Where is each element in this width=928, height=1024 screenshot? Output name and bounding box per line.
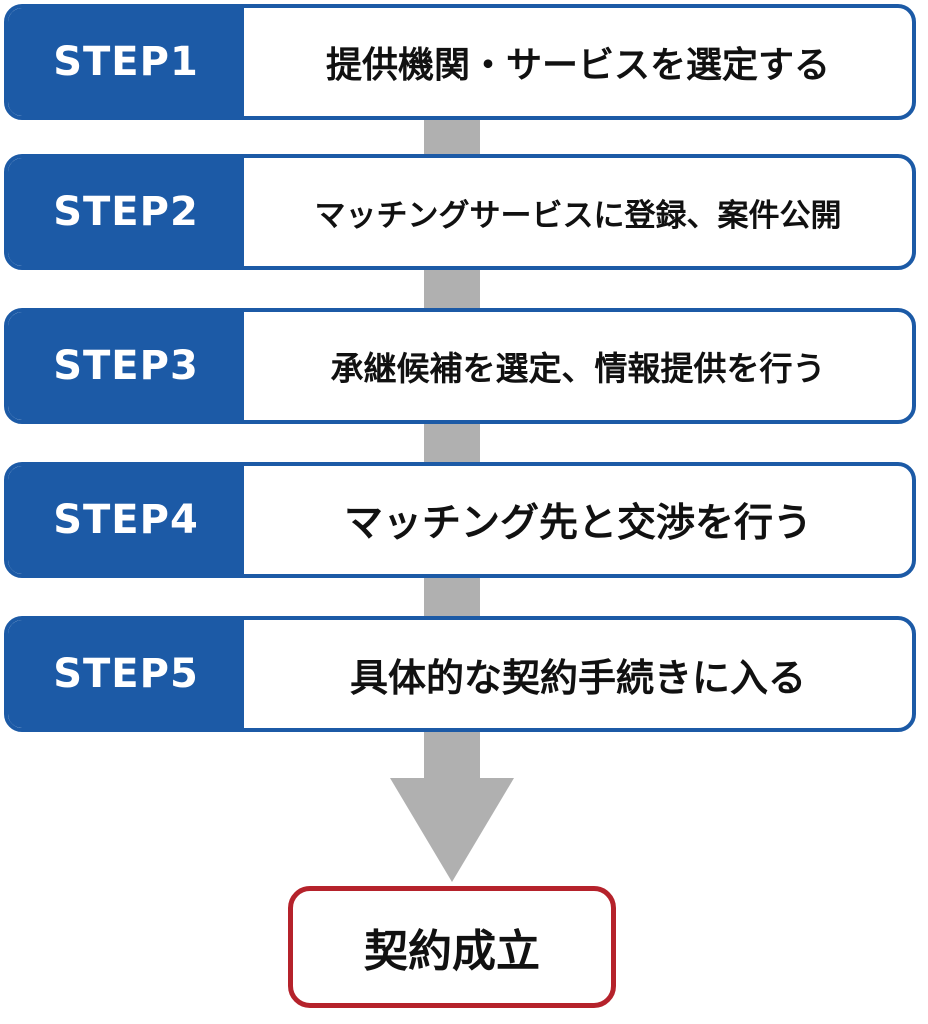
result-text: 契約成立 [364,926,540,977]
step-4-text: マッチング先と交渉を行う [343,501,812,546]
result-box: 契約成立 [288,886,616,1008]
step-1-label: STEP1 [8,8,244,116]
step-5: STEP5 具体的な契約手続きに入る [4,616,916,732]
step-3-text: 承継候補を選定、情報提供を行う [330,349,826,388]
step-2-label: STEP2 [8,158,244,266]
step-2-text: マッチングサービスに登録、案件公開 [314,197,842,234]
connector-2-3 [424,268,480,308]
step-3-label: STEP3 [8,312,244,420]
step-1: STEP1 提供機関・サービスを選定する [4,4,916,120]
connector-1-2 [424,118,480,154]
step-5-label: STEP5 [8,620,244,728]
step-5-text: 具体的な契約手続きに入る [349,655,806,700]
step-3: STEP3 承継候補を選定、情報提供を行う [4,308,916,424]
down-arrow-icon [390,778,514,882]
step-4: STEP4 マッチング先と交渉を行う [4,462,916,578]
step-1-text: 提供機関・サービスを選定する [325,45,830,86]
connector-5-arrow [424,730,480,780]
connector-4-5 [424,576,480,616]
step-2: STEP2 マッチングサービスに登録、案件公開 [4,154,916,270]
connector-3-4 [424,422,480,462]
step-4-label: STEP4 [8,466,244,574]
